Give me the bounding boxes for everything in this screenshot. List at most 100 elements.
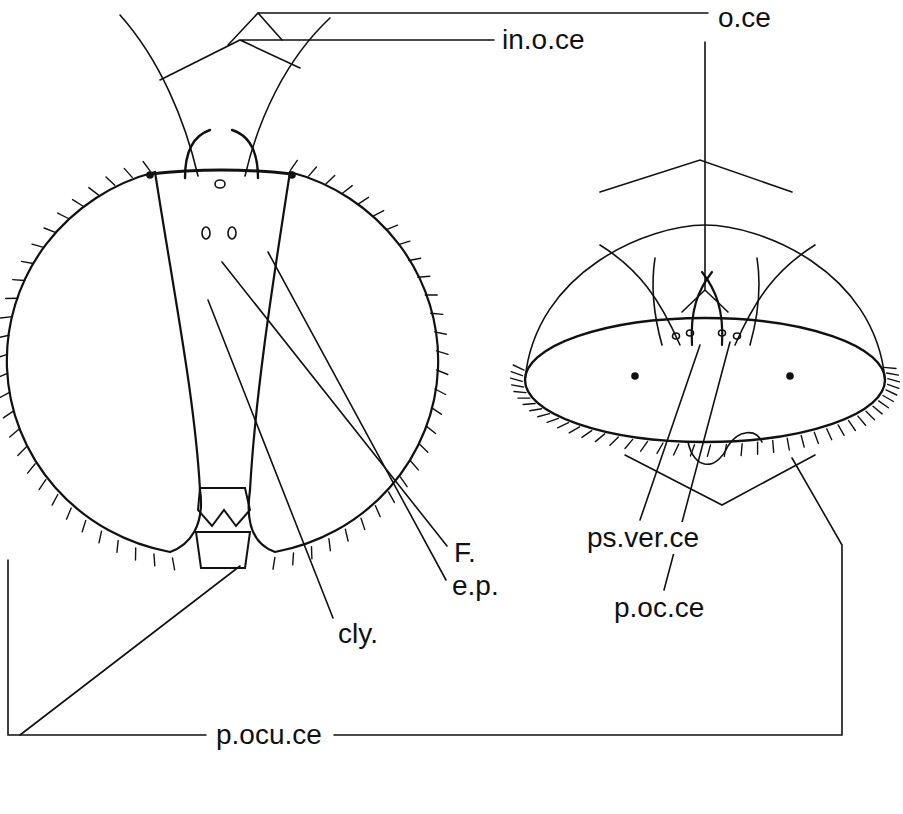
bristle (437, 370, 448, 375)
bristle (641, 441, 648, 451)
bristle (173, 558, 175, 570)
bristle (569, 427, 579, 433)
bristle (39, 480, 46, 490)
bristle (511, 378, 523, 381)
bristle (135, 548, 137, 560)
mouthparts (196, 532, 250, 568)
bristle (787, 438, 789, 450)
bristle (326, 175, 335, 183)
vertex-margin (150, 170, 292, 174)
bristle (419, 444, 428, 452)
bristle (22, 261, 34, 263)
bristle (343, 186, 352, 193)
ocellus (215, 180, 225, 188)
bristle (887, 373, 899, 375)
bristle (3, 411, 13, 418)
bristle (838, 425, 844, 435)
bristle (849, 421, 856, 431)
bristle (10, 429, 19, 437)
bristle (595, 434, 604, 442)
bristle (418, 276, 430, 277)
bristle (0, 392, 10, 398)
bristle (411, 461, 419, 470)
right-eye (249, 172, 438, 552)
bristle (311, 547, 313, 559)
bristle (610, 437, 619, 445)
bristle (400, 477, 407, 487)
bristle (511, 372, 522, 376)
bristle (99, 531, 102, 543)
left-eye (7, 172, 201, 552)
bristle (866, 411, 875, 420)
part-label: cly. (336, 618, 380, 650)
bristle (329, 539, 331, 551)
bristle (89, 188, 99, 195)
bristle (724, 445, 726, 457)
bristle (44, 228, 55, 232)
bristle (273, 557, 275, 569)
clypeus (198, 488, 250, 526)
bristle (0, 354, 7, 358)
bristle (106, 177, 115, 185)
bristle (1, 317, 13, 318)
bristle (82, 520, 86, 531)
bristle (143, 162, 150, 172)
bristle (386, 225, 397, 230)
bristle (117, 540, 118, 552)
bristle (827, 429, 832, 440)
bristle (13, 279, 25, 281)
bristle (514, 392, 526, 393)
bristle (435, 389, 446, 395)
bristle (625, 439, 633, 448)
bristle (345, 529, 348, 541)
bristle (547, 418, 558, 422)
bristle (28, 464, 36, 473)
bristle (409, 258, 421, 260)
ocellus (202, 227, 210, 239)
bristle (858, 416, 866, 425)
bristle (741, 444, 742, 456)
bristle (0, 335, 9, 338)
bristles (0, 160, 899, 569)
bristle (432, 408, 442, 415)
bristle (690, 445, 694, 456)
bristle (6, 298, 18, 300)
bristle (707, 445, 710, 457)
bristle (883, 396, 893, 402)
bristle (888, 379, 900, 382)
bristle (512, 385, 524, 387)
bristle (375, 506, 380, 517)
bristle (291, 160, 298, 170)
head-rim (525, 318, 885, 442)
ocellus (228, 227, 236, 239)
bristle (309, 167, 317, 176)
bristle (67, 508, 72, 519)
bristle (657, 443, 663, 453)
part-label: F. (452, 537, 478, 569)
bristle (58, 213, 69, 218)
bristle (124, 168, 132, 177)
bristle (361, 518, 365, 529)
bristle (674, 444, 679, 455)
bristle (538, 414, 550, 417)
bristle (518, 397, 530, 398)
bristle (886, 390, 897, 395)
part-label: p.oc.ce (612, 592, 706, 624)
bristle (801, 436, 804, 448)
bristle (398, 241, 410, 244)
bristle (0, 373, 8, 378)
bristle (18, 447, 26, 455)
bristle (435, 332, 447, 334)
bristle (873, 406, 882, 414)
part-label: ps.ver.ce (585, 522, 701, 554)
bristle (773, 441, 774, 453)
bristle (879, 401, 889, 408)
bristle (814, 432, 818, 443)
bristle (153, 554, 155, 566)
part-label: o.ce (716, 2, 773, 34)
bristle (513, 365, 524, 370)
bristle (389, 492, 395, 503)
bristle (32, 244, 44, 247)
